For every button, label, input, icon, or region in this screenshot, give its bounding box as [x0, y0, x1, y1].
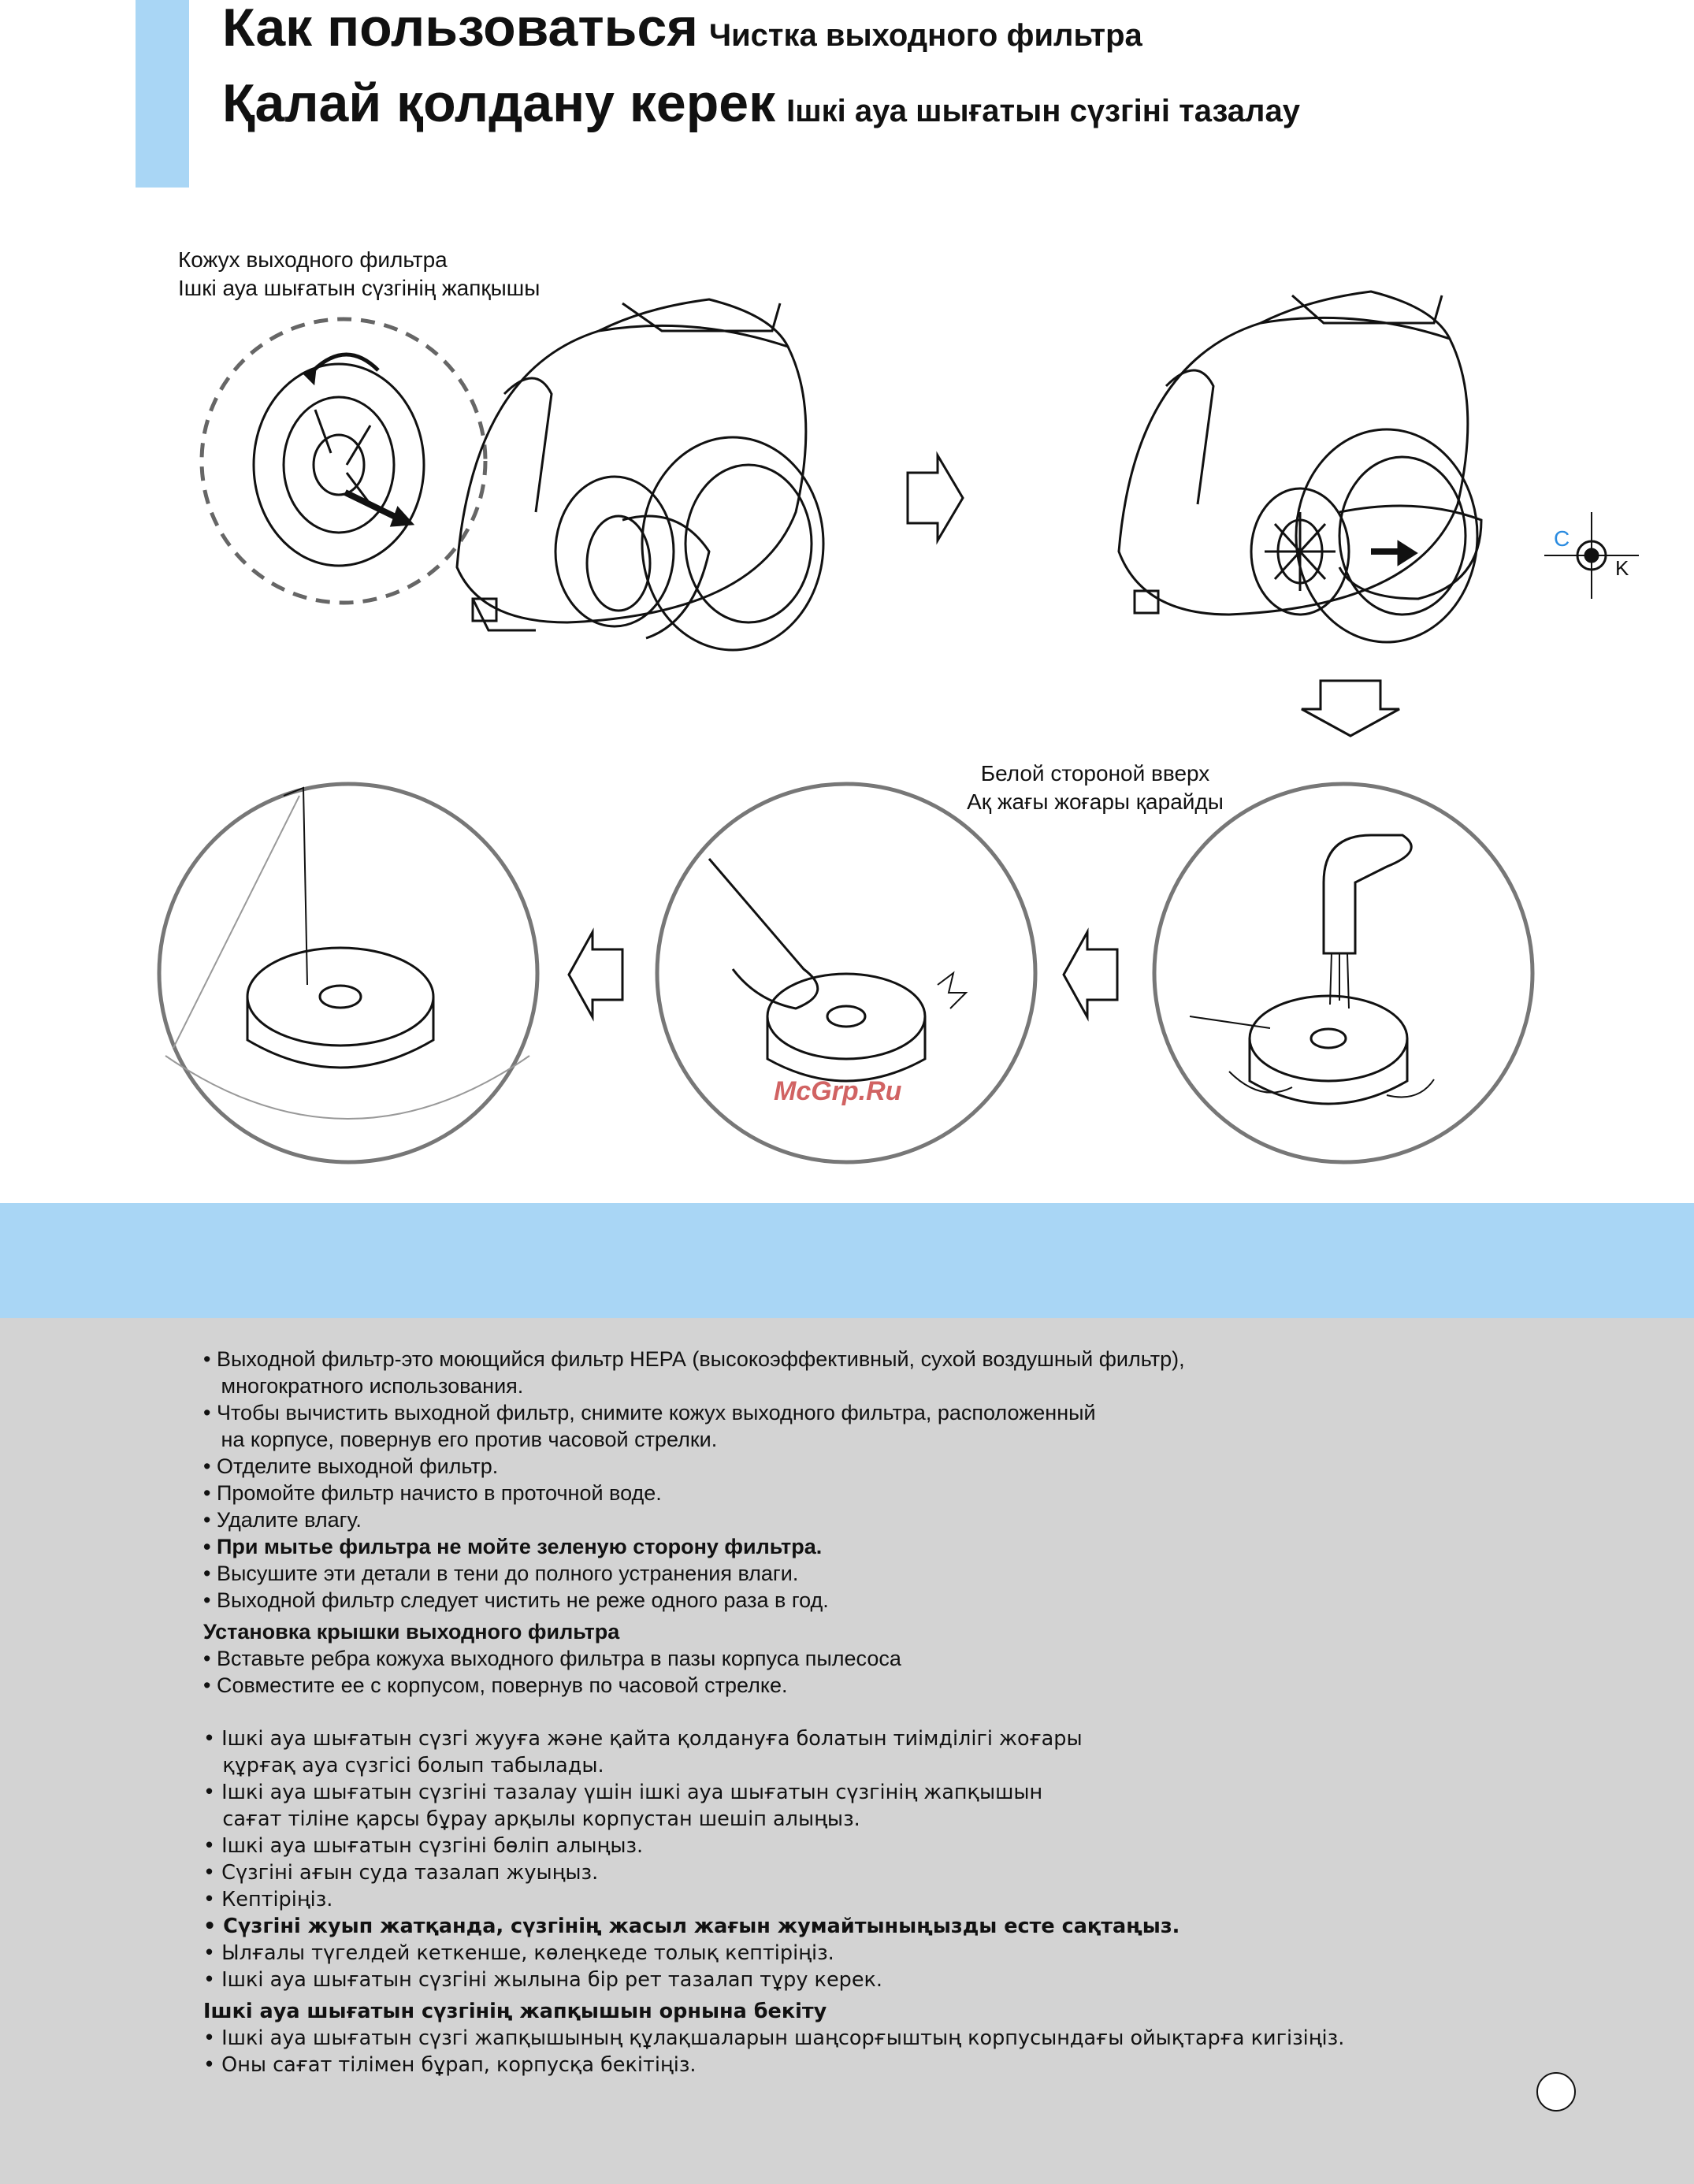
header-accent-tab: [136, 0, 189, 188]
label-white-side-kz: Ақ жағы жоғары қарайды: [967, 789, 1224, 814]
step2-vacuum-drawing: [1117, 290, 1483, 644]
ru-warning: • При мытье фильтра не мойте зеленую сто…: [203, 1535, 823, 1558]
arrow-down-icon: [1301, 679, 1400, 737]
kz-install-item: • Ішкі ауа шығатын сүзгі жапқышының құла…: [203, 2026, 1345, 2050]
kz-item: • Ішкі ауа шығатын сүзгіні тазалау үшін …: [203, 1781, 1043, 1804]
section-band-blue: [0, 1203, 1694, 1318]
ru-item: • Выходной фильтр-это моющийся фильтр НЕ…: [203, 1347, 1185, 1371]
ru-item: • Высушите эти детали в тени до полного …: [203, 1562, 799, 1585]
arrow-left-icon: [1062, 927, 1119, 1022]
title-russian-main: Как пользоваться: [222, 0, 698, 58]
kz-item: • Ішкі ауа шығатын сүзгіні бөліп алыңыз.: [203, 1834, 644, 1858]
ru-item: на корпусе, повернув его против часовой …: [203, 1428, 718, 1451]
registration-mark-icon: [1544, 512, 1639, 599]
step4-drying-drawing: [655, 782, 1038, 1164]
ru-item: многократного использования.: [203, 1374, 524, 1398]
label-filter-cover-kz: Ішкі ауа шығатын сүзгінің жапқышы: [178, 276, 541, 300]
title-kazakh-sub: Ішкі ауа шығатын сүзгіні тазалау: [786, 94, 1300, 128]
label-white-side-ru: Белой стороной вверх: [980, 761, 1210, 786]
label-filter-cover: Кожух выходного фильтра Ішкі ауа шығатын…: [178, 246, 540, 303]
page-number-circle: [1536, 2072, 1576, 2112]
step1-vacuum-drawing: [199, 298, 825, 652]
step5-shade-drawing: [157, 782, 540, 1164]
kz-item: • Сүзгіні ағын суда тазалап жуыңыз.: [203, 1861, 599, 1885]
kz-item: құрғақ ауа сүзгісі болып табылады.: [203, 1754, 604, 1777]
kz-install-item: • Оны сағат тілімен бұрап, корпусқа бекі…: [203, 2053, 697, 2077]
kz-item: • Ылғалы түгелдей кеткенше, көлеңкеде то…: [203, 1941, 834, 1965]
cleaning-illustration: [157, 290, 1639, 1164]
ru-install-heading: Установка крышки выходного фильтра: [203, 1620, 620, 1644]
label-white-side-up: Белой стороной вверх Ақ жағы жоғары қара…: [930, 760, 1261, 816]
ru-item: • Промойте фильтр начисто в проточной во…: [203, 1481, 662, 1505]
ru-item: • Чтобы вычистить выходной фильтр, сними…: [203, 1401, 1096, 1424]
title-kazakh: Қалай қолдану керек Ішкі ауа шығатын сүзг…: [222, 72, 1300, 134]
arrow-left-icon: [567, 927, 624, 1022]
arrow-right-icon: [906, 451, 964, 545]
kz-item: сағат тіліне қарсы бұрау арқылы корпуста…: [203, 1807, 860, 1831]
instructions-text: • Выходной фильтр-это моющийся фильтр НЕ…: [203, 1346, 1653, 2078]
title-russian: Как пользоваться Чистка выходного фильтра: [222, 0, 1142, 58]
kz-item: • Кептіріңіз.: [203, 1888, 333, 1911]
label-filter-cover-ru: Кожух выходного фильтра: [178, 247, 448, 272]
kz-item: • Ішкі ауа шығатын сүзгіні жылына бір ре…: [203, 1968, 883, 1992]
title-russian-sub: Чистка выходного фильтра: [708, 18, 1142, 53]
registration-c-label: C: [1554, 526, 1570, 551]
kz-item: • Ішкі ауа шығатын сүзгі жууға және қайт…: [203, 1727, 1083, 1751]
step3-washing-drawing: [1152, 782, 1535, 1164]
watermark: McGrp.Ru: [774, 1076, 902, 1106]
ru-item: • Удалите влагу.: [203, 1508, 362, 1532]
ru-item: • Выходной фильтр следует чистить не реж…: [203, 1588, 829, 1612]
instructions-panel: [0, 1318, 1694, 2184]
kz-install-heading: Ішкі ауа шығатын сүзгінің жапқышын орнын…: [203, 2000, 827, 2023]
title-kazakh-main: Қалай қолдану керек: [222, 73, 776, 133]
ru-install-item: • Совместите ее с корпусом, повернув по …: [203, 1673, 788, 1697]
registration-k-label: K: [1615, 556, 1629, 580]
ru-item: • Отделите выходной фильтр.: [203, 1454, 499, 1478]
ru-install-item: • Вставьте ребра кожуха выходного фильтр…: [203, 1647, 901, 1670]
kz-warning: • Сүзгіні жуып жатқанда, сүзгінің жасыл …: [203, 1915, 1180, 1938]
